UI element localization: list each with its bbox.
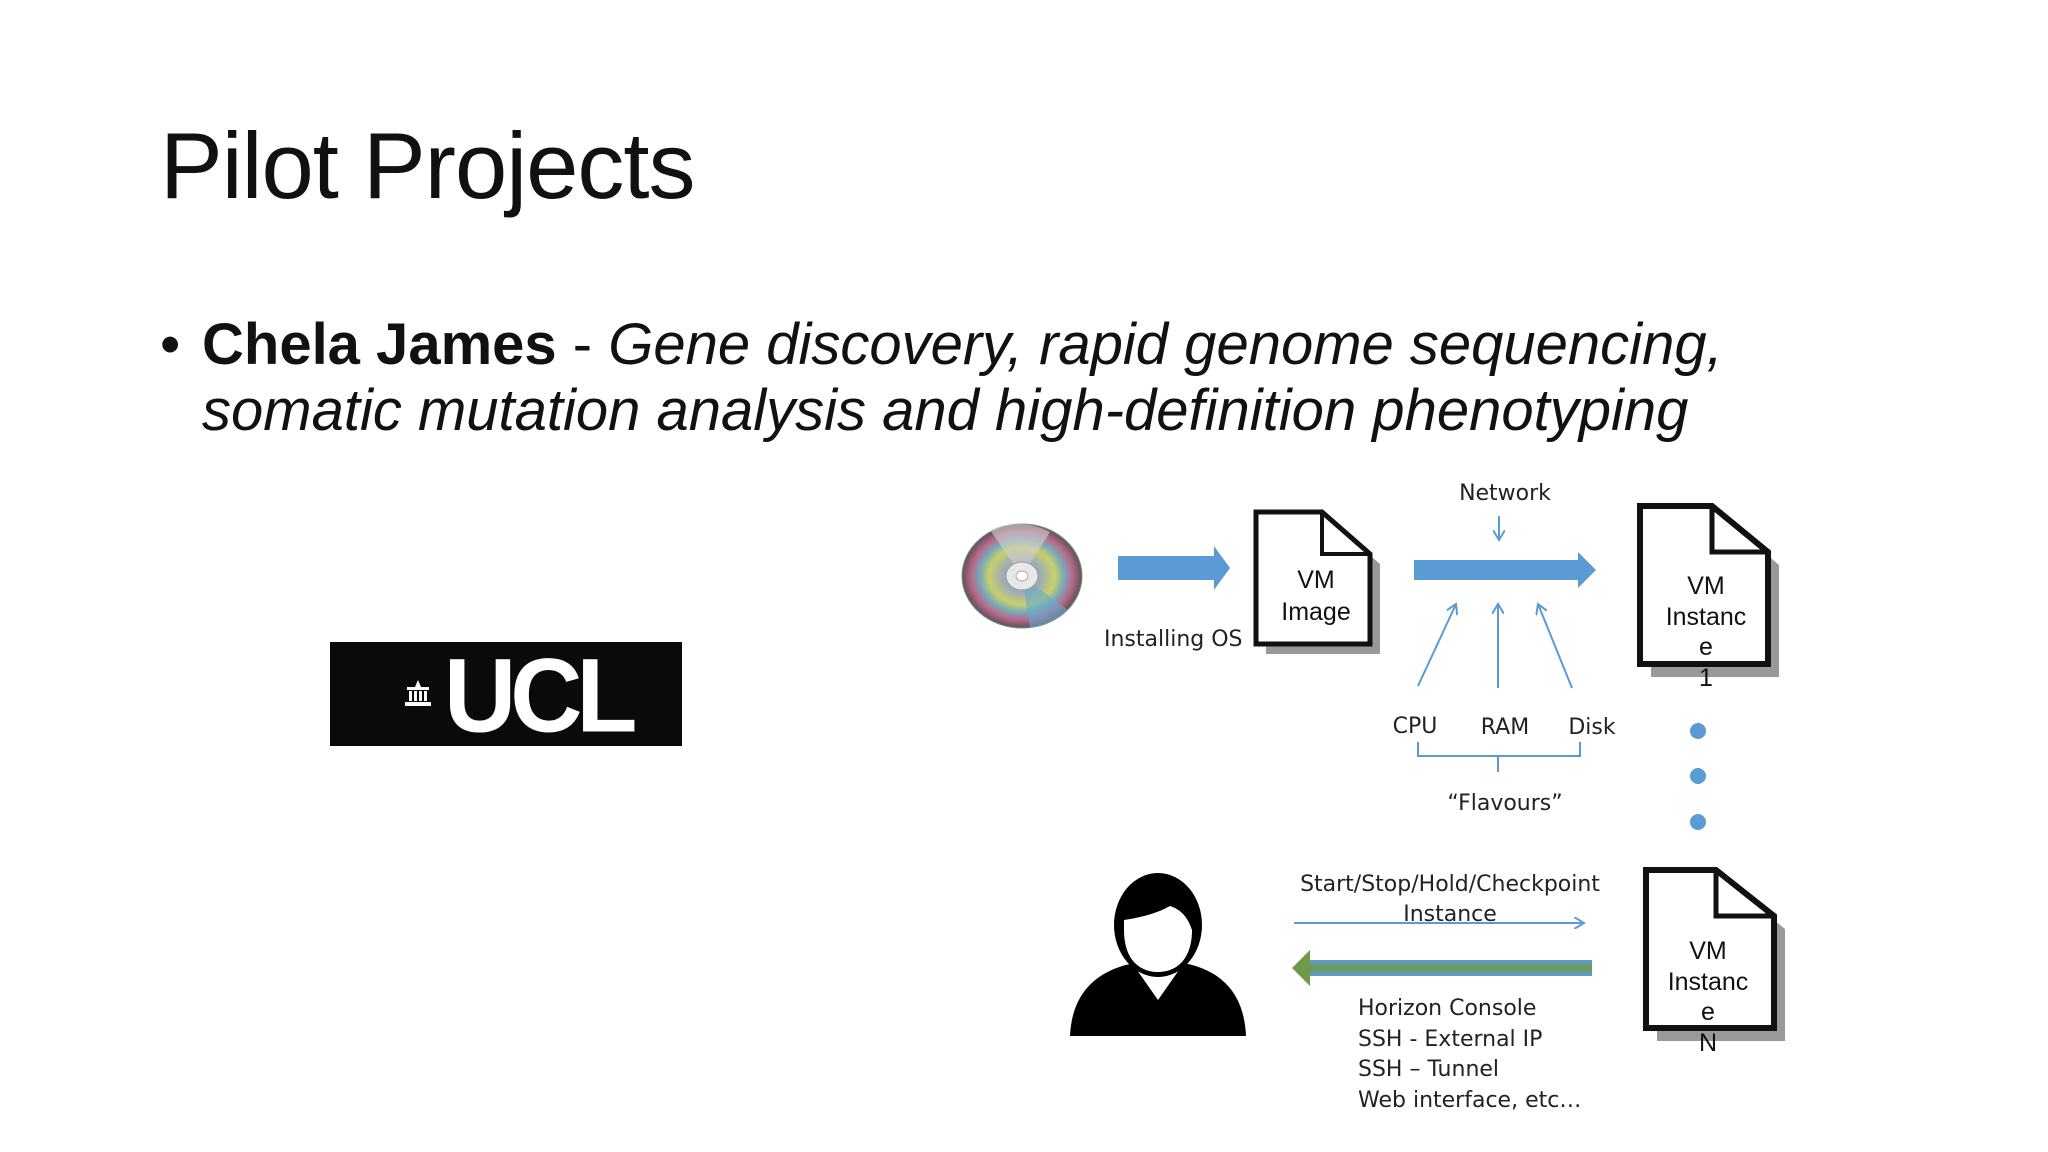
flavours-brace [1417, 742, 1581, 772]
bullet-text: Chela James - Gene discovery, rapid geno… [202, 312, 1860, 444]
access-method-ssh-external: SSH - External IP [1358, 1027, 1542, 1052]
access-method-web: Web interface, etc… [1358, 1088, 1581, 1113]
flavours-label: “Flavours” [1447, 791, 1562, 816]
access-return-arrow [1292, 950, 1592, 986]
vm-instance-n-label-line4: N [1699, 1029, 1717, 1057]
slide-title: Pilot Projects [160, 113, 696, 218]
user-avatar-icon [1070, 873, 1246, 1036]
bullet-separator: - [556, 312, 609, 377]
vm-instance-n-label-line2: Instanc [1668, 968, 1749, 996]
disk-arrow [1538, 604, 1573, 689]
disk-label: Disk [1568, 715, 1616, 740]
ellipsis-dot [1690, 768, 1706, 784]
vm-instance-n-document-icon: VM Instanc e N [1643, 867, 1785, 1057]
start-stop-label-line1: Start/Stop/Hold/Checkpoint [1300, 872, 1600, 897]
project-description: Gene discovery, rapid genome sequencing,… [202, 312, 1723, 443]
provision-arrow [1414, 552, 1596, 588]
cpu-arrow [1417, 604, 1456, 687]
vm-image-label-line1: VM [1297, 566, 1335, 594]
cpu-label: CPU [1393, 714, 1438, 739]
vm-instance-1-label-line4: 1 [1699, 664, 1713, 692]
vm-image-document-icon: VM Image [1253, 509, 1380, 654]
vm-instance-1-label-line3: e [1699, 633, 1713, 661]
access-method-ssh-tunnel: SSH – Tunnel [1358, 1057, 1499, 1082]
network-label: Network [1459, 481, 1551, 506]
vm-instance-n-label-line1: VM [1689, 937, 1727, 965]
ucl-logo-text: UCL [444, 637, 638, 755]
bullet-marker: • [160, 312, 181, 377]
ram-label: RAM [1481, 715, 1529, 740]
ellipsis-dot [1690, 814, 1706, 830]
project-lead-name: Chela James [202, 312, 557, 377]
ellipsis-dot [1690, 723, 1706, 739]
ucl-logo: UCL [330, 637, 682, 755]
vm-instance-n-label-line3: e [1701, 998, 1715, 1026]
cd-disc-icon [961, 523, 1083, 629]
bullet-point: • Chela James - Gene discovery, rapid ge… [160, 312, 1860, 444]
install-os-arrow [1118, 546, 1230, 590]
installing-os-label: Installing OS [1104, 627, 1243, 652]
access-method-horizon: Horizon Console [1358, 996, 1536, 1021]
vm-instance-1-document-icon: VM Instanc e 1 [1637, 503, 1779, 692]
vm-instance-1-label-line1: VM [1687, 572, 1725, 600]
vm-image-label-line2: Image [1281, 598, 1350, 626]
vm-instance-1-label-line2: Instanc [1666, 603, 1747, 631]
ucl-portico-icon [405, 680, 431, 706]
